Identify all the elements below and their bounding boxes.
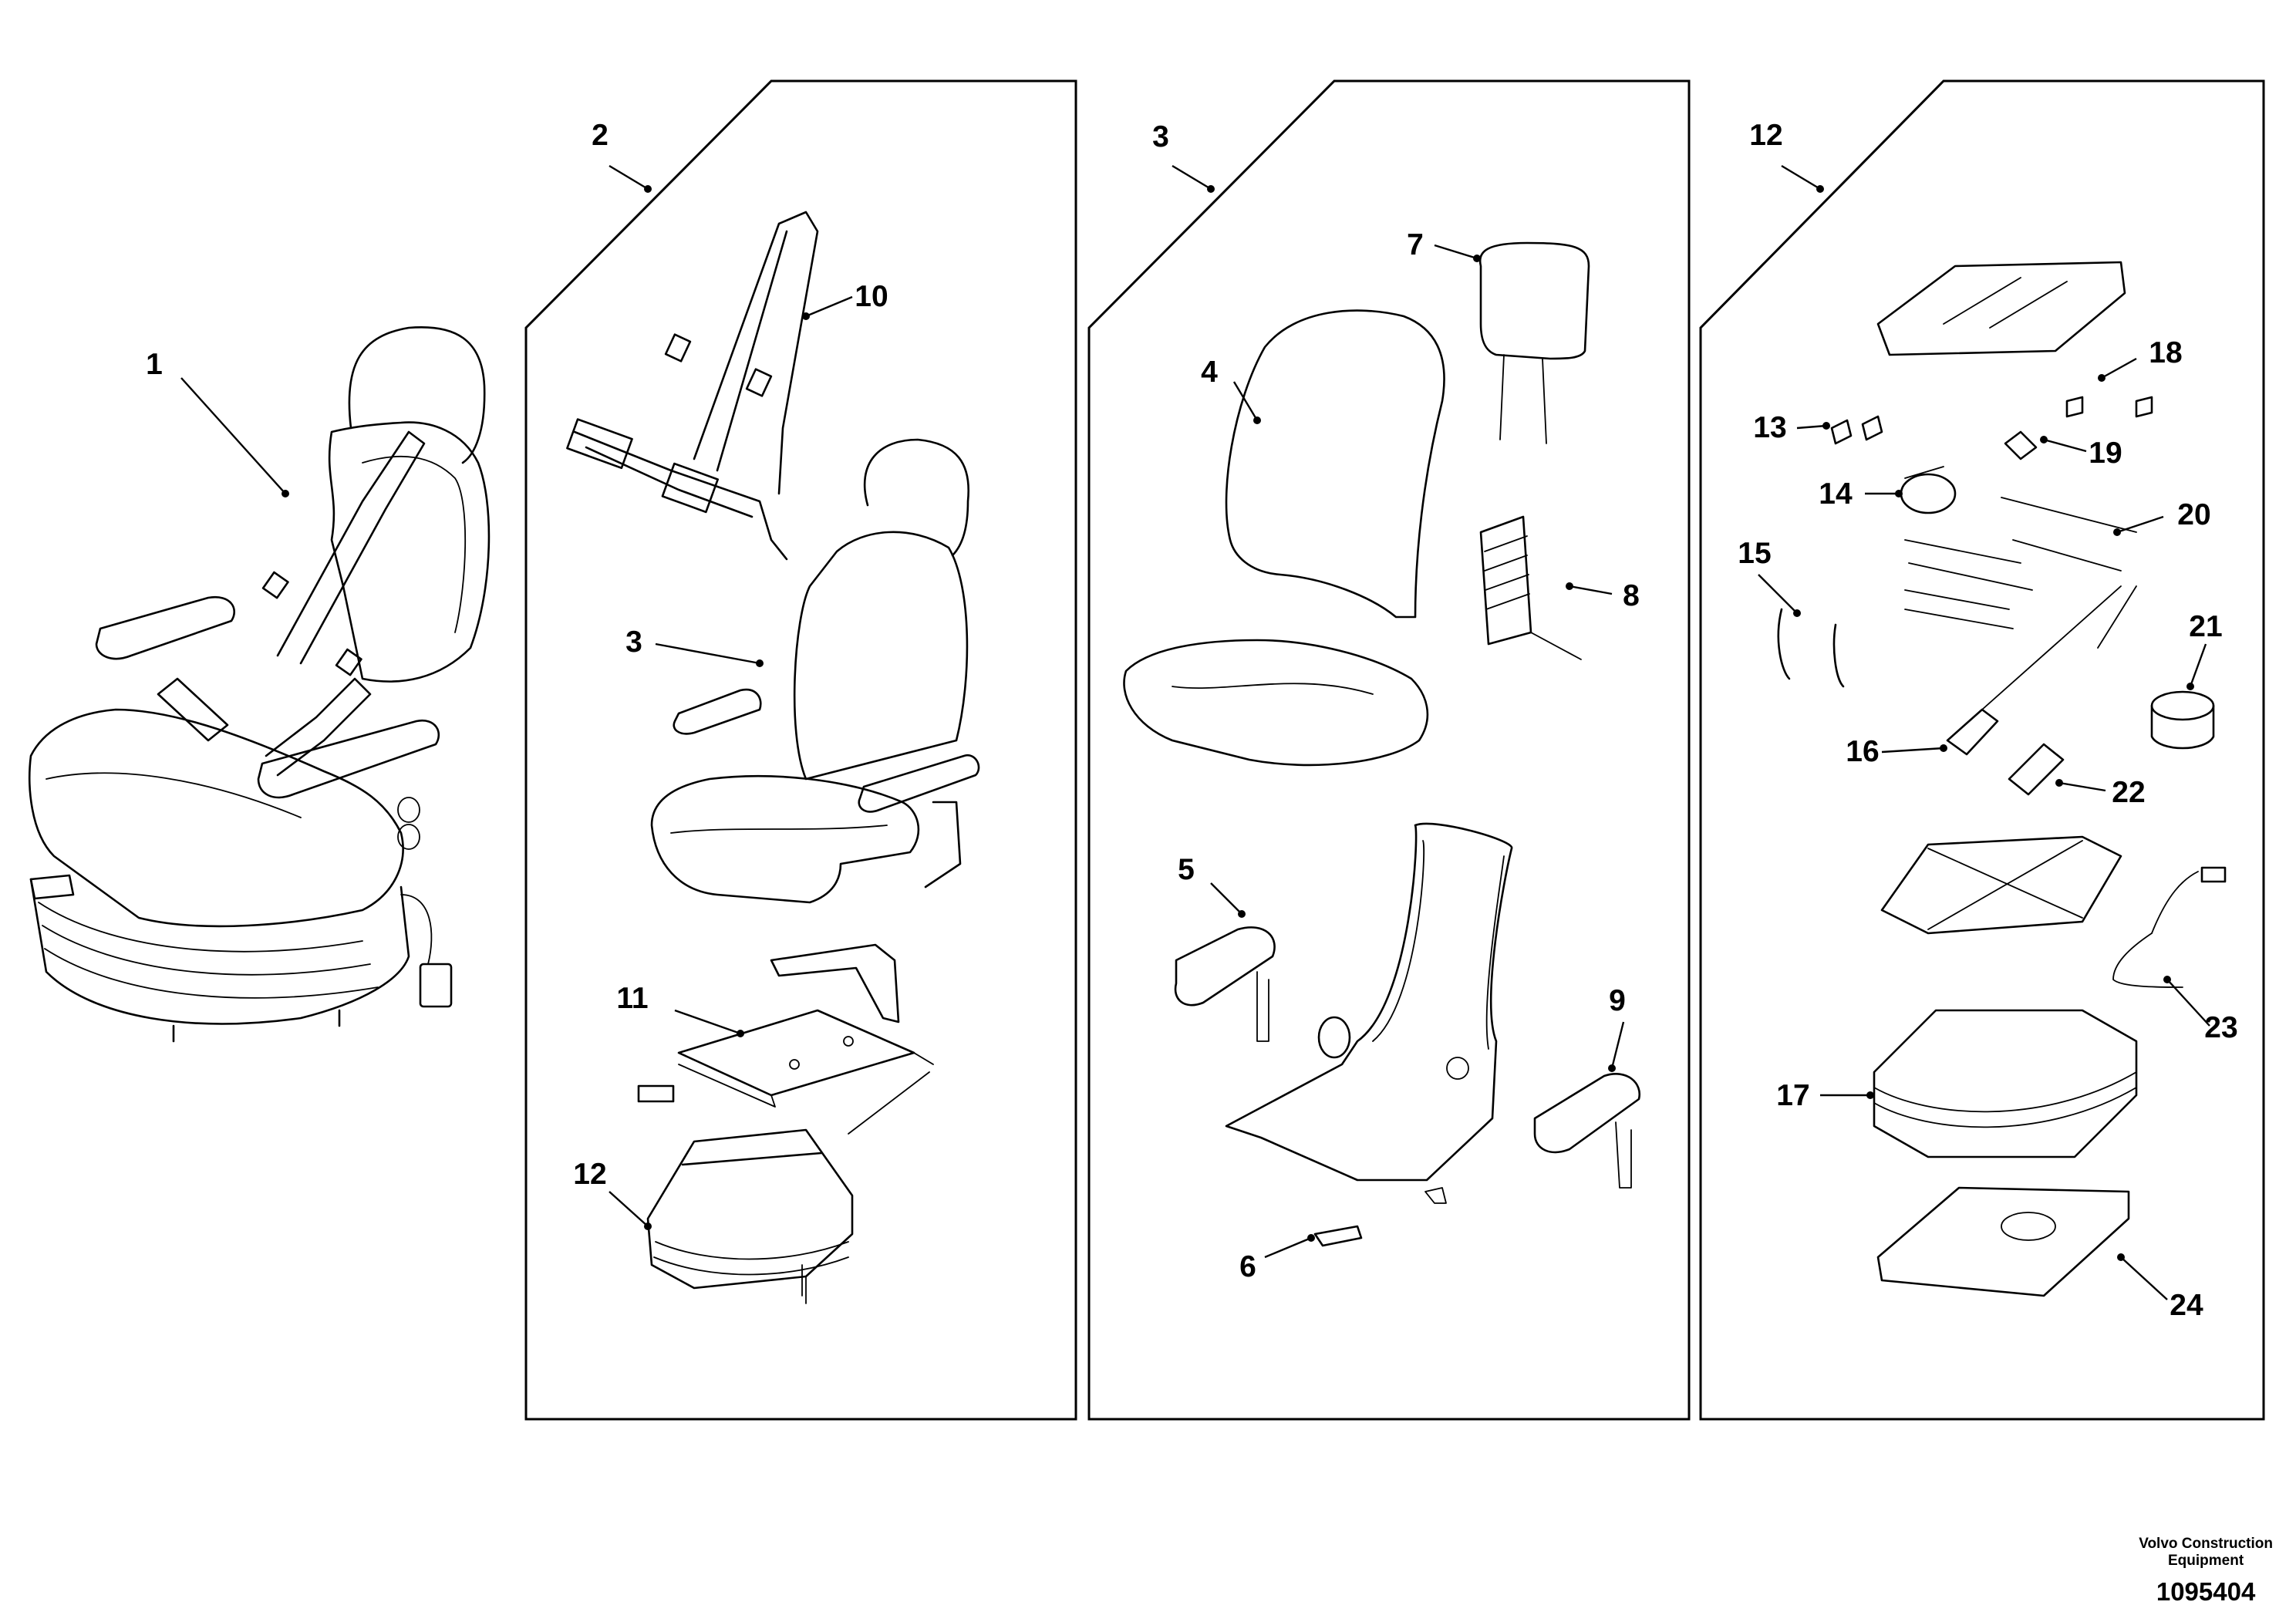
part-23-cable [2112, 866, 2227, 988]
brand-line-2: Equipment [2168, 1553, 2244, 1569]
callout-22: 22 [2112, 776, 2145, 809]
callout-21: 21 [2189, 610, 2222, 643]
part-8-lumbar-support [1479, 515, 1582, 660]
callout-12: 12 [1749, 119, 1782, 152]
part-11-seat-plate [637, 943, 934, 1108]
part-upper-rail [1876, 261, 2126, 356]
callout-5: 5 [1178, 853, 1195, 886]
callout-15: 15 [1738, 537, 1771, 570]
part-20-rods [1904, 497, 2137, 649]
part-4-backrest-cover [1123, 309, 1445, 767]
callout-10: 10 [855, 280, 888, 313]
panel-frame-2 [524, 79, 1077, 1421]
leader-lines [180, 164, 2210, 1300]
panel-frame-3 [1087, 79, 1691, 1421]
part-22-spring [2008, 743, 2065, 796]
footer: Volvo Construction Equipment 1095404 [2139, 1536, 2273, 1607]
drawing-number: 1095404 [2156, 1577, 2256, 1606]
callout-20: 20 [2177, 498, 2210, 531]
part-13-bracket [1830, 415, 1883, 445]
callout-1: 1 [146, 348, 163, 381]
part-7-headrest [1478, 241, 1590, 444]
callout-6: 6 [1239, 1250, 1256, 1283]
part-scissor [1880, 835, 2122, 935]
callout-12: 12 [573, 1158, 606, 1191]
part-15-straps [1777, 608, 1845, 688]
part-6-lever [1313, 1187, 1447, 1247]
part-12-suspension-assembly-panel2 [646, 1071, 930, 1304]
panel-frame-12 [1699, 79, 2265, 1421]
part-3-seat-assembly [650, 438, 980, 904]
part-16-damper [1946, 585, 2122, 756]
callout-23: 23 [2204, 1011, 2237, 1044]
callout-3: 3 [625, 626, 642, 659]
callout-7: 7 [1407, 228, 1424, 261]
callout-14: 14 [1819, 477, 1853, 511]
part-5-armrest-left [1174, 926, 1276, 1042]
callout-16: 16 [1846, 735, 1879, 768]
callout-9: 9 [1609, 984, 1626, 1017]
part-9-armrest-right [1533, 1073, 1641, 1189]
part-19-clip [2004, 430, 2038, 460]
callout-13: 13 [1753, 411, 1786, 444]
part-10-seat-belt [566, 211, 819, 561]
part-seat-frame [1225, 822, 1513, 1182]
callout-24: 24 [2170, 1289, 2203, 1322]
part-17-bellows-assembly [1873, 1009, 2138, 1158]
callout-17: 17 [1776, 1079, 1809, 1112]
callout-8: 8 [1623, 579, 1640, 612]
part-14-valve [1900, 466, 1957, 514]
callout-11: 11 [616, 982, 648, 1015]
part-21-bellow [2150, 690, 2215, 750]
callout-4: 4 [1201, 356, 1218, 389]
callout-2: 2 [592, 119, 609, 152]
callout-18: 18 [2149, 336, 2182, 369]
callout-19: 19 [2089, 437, 2122, 470]
part-24-base-plate [1876, 1186, 2130, 1297]
part-18-caps [2065, 396, 2153, 418]
part-1-complete-seat [29, 325, 491, 1043]
callout-numbers: 1 2 10 3 11 12 3 4 7 8 5 9 6 12 13 14 15… [146, 119, 2238, 1322]
callout-3: 3 [1152, 120, 1169, 153]
brand-line-1: Volvo Construction [2139, 1536, 2273, 1552]
